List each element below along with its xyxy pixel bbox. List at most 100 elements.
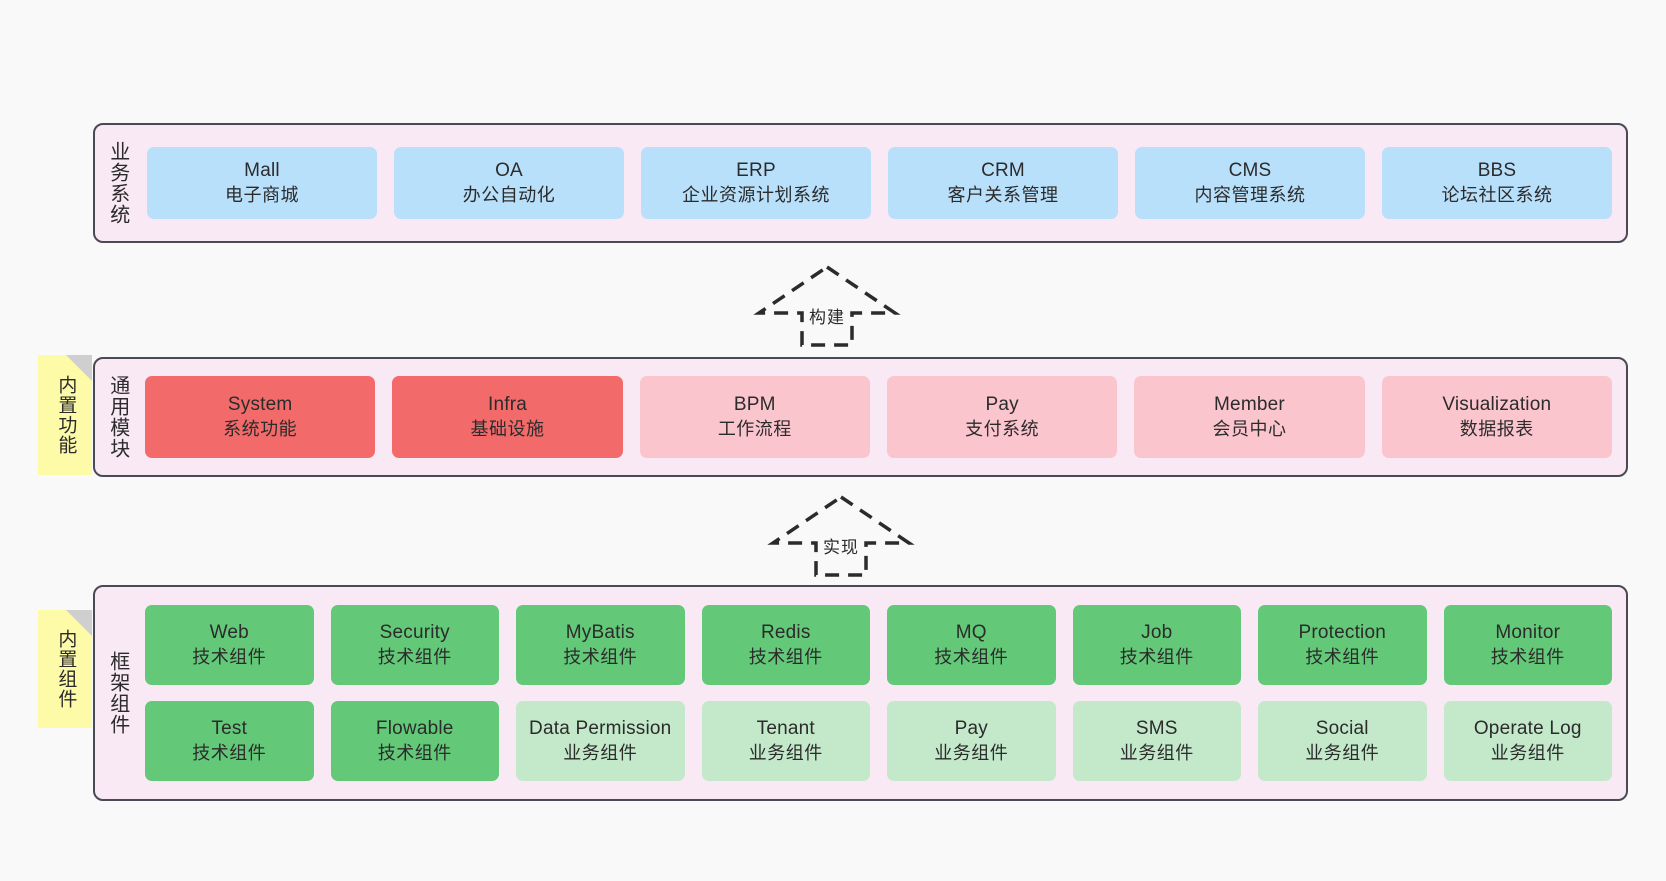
card-system[interactable]: System 系统功能 [145, 376, 376, 458]
connector-build-arrow: 构建 [752, 262, 902, 350]
card-sms[interactable]: SMS 业务组件 [1072, 701, 1241, 781]
card-mq[interactable]: MQ 技术组件 [887, 605, 1056, 685]
card-subtitle: 技术组件 [192, 646, 267, 667]
card-subtitle: 基础设施 [470, 418, 545, 439]
card-subtitle: 论坛社区系统 [1441, 184, 1553, 205]
card-title: Web [209, 621, 249, 643]
card-title: Social [1315, 717, 1369, 739]
layer-title-common-modules: 通用模块 [106, 375, 129, 459]
card-title: Flowable [375, 717, 454, 739]
card-subtitle: 工作流程 [717, 418, 792, 439]
card-title: Redis [760, 621, 811, 643]
card-subtitle: 业务组件 [1490, 742, 1565, 763]
layer-title-framework-components: 框架组件 [106, 651, 129, 735]
card-cms[interactable]: CMS 内容管理系统 [1135, 147, 1365, 219]
card-job[interactable]: Job 技术组件 [1072, 605, 1241, 685]
card-pay-module[interactable]: Pay 支付系统 [886, 376, 1118, 458]
card-subtitle: 技术组件 [1305, 646, 1380, 667]
card-title: MyBatis [565, 621, 635, 643]
sticky-note-label: 内置功能 [55, 375, 77, 455]
card-crm[interactable]: CRM 客户关系管理 [888, 147, 1118, 219]
sticky-note-builtin-components: 内置组件 [38, 610, 92, 728]
card-test[interactable]: Test 技术组件 [145, 701, 314, 781]
card-row: Test 技术组件 Flowable 技术组件 Data Permission … [145, 701, 1612, 781]
card-title: MQ [955, 621, 987, 643]
card-subtitle: 技术组件 [1490, 646, 1565, 667]
layer-business-system: 业务系统 Mall 电子商城 OA 办公自动化 ERP 企业资源计划系统 CRM… [93, 123, 1628, 243]
layer-framework-components: 框架组件 Web 技术组件 Security 技术组件 MyBatis 技术组件… [93, 585, 1628, 801]
card-title: Security [379, 621, 450, 643]
card-monitor[interactable]: Monitor 技术组件 [1443, 605, 1612, 685]
card-title: CRM [981, 159, 1025, 181]
card-subtitle: 技术组件 [934, 646, 1009, 667]
card-mybatis[interactable]: MyBatis 技术组件 [516, 605, 685, 685]
layer-title-business-system: 业务系统 [106, 141, 129, 225]
card-flowable[interactable]: Flowable 技术组件 [330, 701, 499, 781]
card-tenant[interactable]: Tenant 业务组件 [701, 701, 870, 781]
card-data-permission[interactable]: Data Permission 业务组件 [516, 701, 685, 781]
card-subtitle: 业务组件 [748, 742, 823, 763]
sticky-note-builtin-features: 内置功能 [38, 355, 92, 475]
card-web[interactable]: Web 技术组件 [145, 605, 314, 685]
card-subtitle: 业务组件 [934, 742, 1009, 763]
card-pay-component[interactable]: Pay 业务组件 [887, 701, 1056, 781]
layer-body-business-system: Mall 电子商城 OA 办公自动化 ERP 企业资源计划系统 CRM 客户关系… [137, 125, 1626, 241]
layer-common-modules: 通用模块 System 系统功能 Infra 基础设施 BPM 工作流程 Pay… [93, 357, 1628, 477]
card-title: Job [1141, 621, 1173, 643]
card-subtitle: 业务组件 [563, 742, 638, 763]
card-social[interactable]: Social 业务组件 [1258, 701, 1427, 781]
card-title: Tenant [756, 717, 815, 739]
card-oa[interactable]: OA 办公自动化 [394, 147, 624, 219]
card-member[interactable]: Member 会员中心 [1134, 376, 1365, 458]
card-subtitle: 客户关系管理 [947, 184, 1059, 205]
card-subtitle: 内容管理系统 [1194, 184, 1306, 205]
card-title: OA [495, 159, 523, 181]
card-subtitle: 业务组件 [1305, 742, 1380, 763]
card-title: Mall [244, 159, 280, 181]
card-mall[interactable]: Mall 电子商城 [147, 147, 377, 219]
card-bbs[interactable]: BBS 论坛社区系统 [1382, 147, 1612, 219]
card-title: Member [1214, 393, 1285, 415]
dashed-up-arrow-icon [753, 264, 901, 347]
card-subtitle: 系统功能 [223, 418, 298, 439]
card-subtitle: 业务组件 [1119, 742, 1194, 763]
card-title: BBS [1477, 159, 1517, 181]
card-subtitle: 企业资源计划系统 [682, 184, 830, 205]
card-subtitle: 技术组件 [192, 742, 267, 763]
card-erp[interactable]: ERP 企业资源计划系统 [641, 147, 871, 219]
card-title: Visualization [1442, 393, 1552, 415]
card-subtitle: 支付系统 [965, 418, 1040, 439]
card-security[interactable]: Security 技术组件 [330, 605, 499, 685]
card-title: ERP [736, 159, 776, 181]
card-title: Infra [487, 393, 527, 415]
card-title: Operate Log [1473, 717, 1582, 739]
card-infra[interactable]: Infra 基础设施 [392, 376, 623, 458]
card-subtitle: 技术组件 [377, 646, 452, 667]
card-subtitle: 电子商城 [225, 184, 299, 205]
card-subtitle: 技术组件 [748, 646, 823, 667]
layer-body-common-modules: System 系统功能 Infra 基础设施 BPM 工作流程 Pay 支付系统… [137, 359, 1626, 475]
card-row: Web 技术组件 Security 技术组件 MyBatis 技术组件 Redi… [145, 605, 1612, 685]
card-title: Pay [985, 393, 1019, 415]
card-protection[interactable]: Protection 技术组件 [1258, 605, 1427, 685]
card-title: Pay [954, 717, 988, 739]
card-bpm[interactable]: BPM 工作流程 [639, 376, 870, 458]
card-title: Monitor [1495, 621, 1561, 643]
card-title: SMS [1135, 717, 1178, 739]
card-title: Protection [1298, 621, 1387, 643]
card-visualization[interactable]: Visualization 数据报表 [1381, 376, 1612, 458]
card-title: CMS [1228, 159, 1272, 181]
card-redis[interactable]: Redis 技术组件 [701, 605, 870, 685]
card-title: Data Permission [529, 717, 672, 739]
connector-implement-arrow: 实现 [766, 492, 916, 580]
card-subtitle: 技术组件 [377, 742, 452, 763]
card-subtitle: 技术组件 [1119, 646, 1194, 667]
card-title: BPM [733, 393, 776, 415]
card-subtitle: 会员中心 [1212, 418, 1287, 439]
card-row: Mall 电子商城 OA 办公自动化 ERP 企业资源计划系统 CRM 客户关系… [147, 147, 1612, 219]
card-subtitle: 技术组件 [563, 646, 638, 667]
card-operate-log[interactable]: Operate Log 业务组件 [1443, 701, 1612, 781]
card-title: Test [211, 717, 248, 739]
sticky-note-label: 内置组件 [55, 629, 77, 709]
